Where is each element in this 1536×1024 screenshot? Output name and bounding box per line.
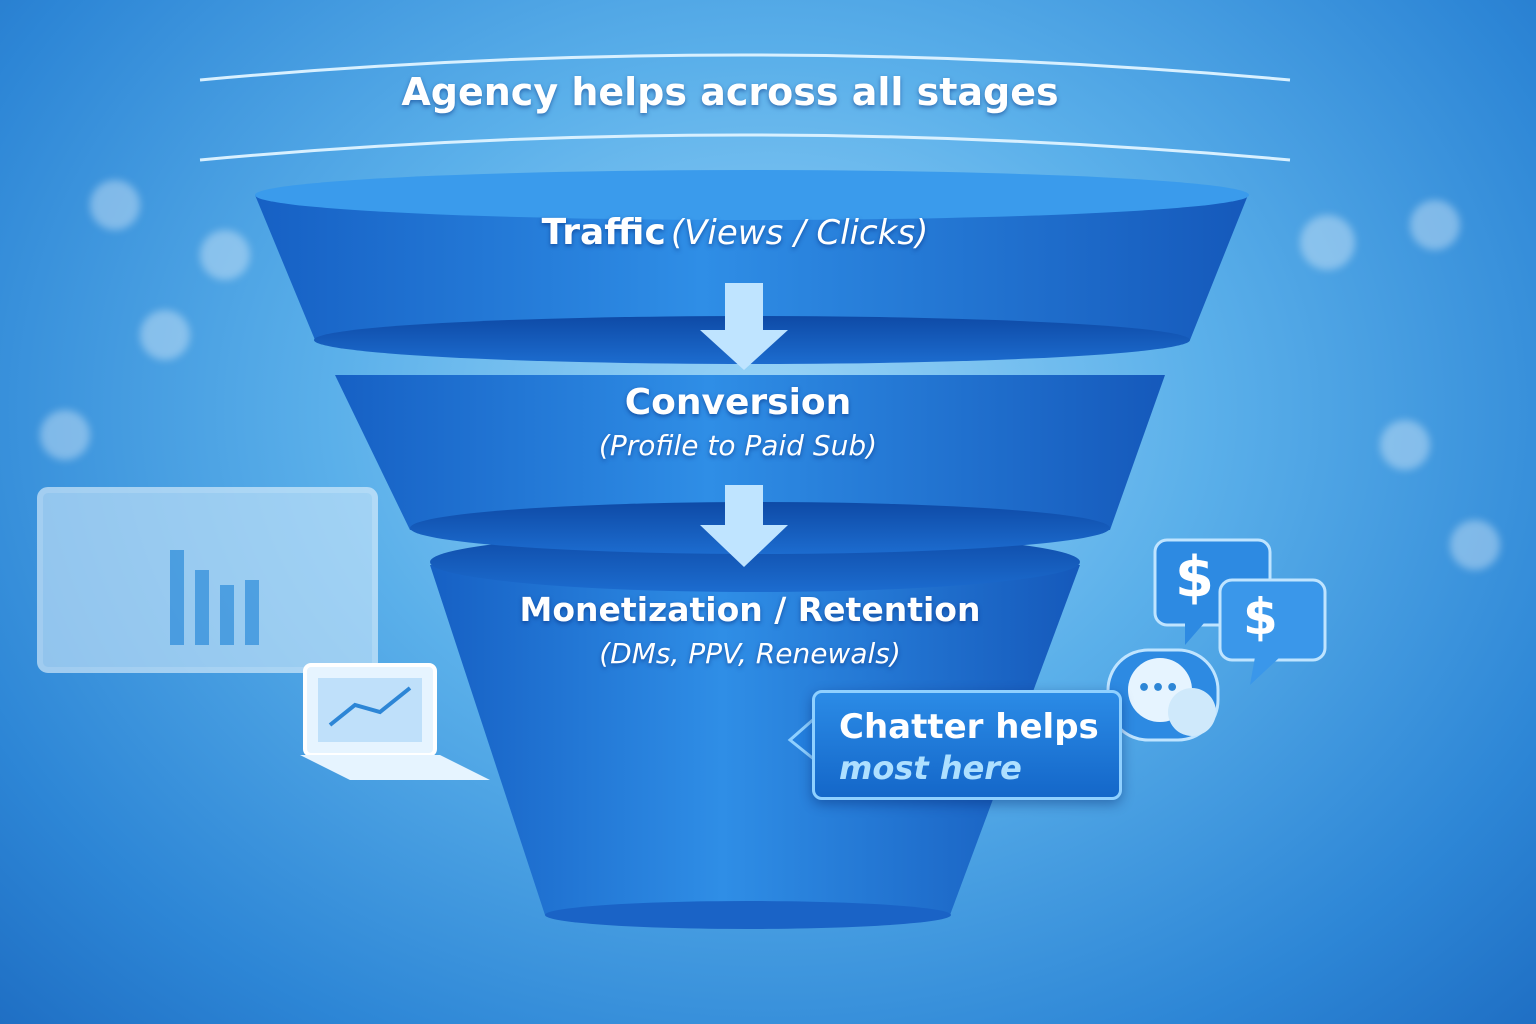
dollar-icon: $ bbox=[1175, 545, 1214, 610]
bokeh-light bbox=[1300, 215, 1355, 270]
arrow-down-icon bbox=[700, 283, 788, 370]
chatter-callout: Chatter helps most here bbox=[812, 690, 1122, 800]
funnel-title: Agency helps across all stages bbox=[401, 70, 1059, 114]
callout-line2: most here bbox=[839, 749, 1022, 787]
stage-detail: (Views / Clicks) bbox=[670, 213, 929, 253]
bokeh-light bbox=[40, 410, 90, 460]
stage-name: Conversion bbox=[624, 382, 852, 423]
stage-detail: (DMs, PPV, Renewals) bbox=[599, 637, 901, 670]
stage-name: Traffic bbox=[541, 212, 666, 253]
funnel-stage-monetization bbox=[430, 565, 1080, 915]
bokeh-light bbox=[200, 230, 250, 280]
stage-traffic-label: Traffic (Views / Clicks) bbox=[435, 212, 1035, 253]
dollar-chat-icon bbox=[1153, 538, 1327, 685]
title-arc-top bbox=[199, 53, 1291, 82]
title-arc-bottom bbox=[199, 133, 1291, 162]
monitor-chart-icon bbox=[37, 487, 378, 673]
bokeh-light bbox=[140, 310, 190, 360]
laptop-chart-icon bbox=[300, 663, 490, 780]
dollar-icon: $ bbox=[1243, 588, 1278, 646]
bokeh-light bbox=[90, 180, 140, 230]
bokeh-light bbox=[1450, 520, 1500, 570]
bokeh-light bbox=[1380, 420, 1430, 470]
stage-monetization-label: Monetization / Retention (DMs, PPV, Rene… bbox=[450, 590, 1050, 670]
funnel-stage-traffic bbox=[255, 195, 1248, 340]
stage-conversion-label: Conversion (Profile to Paid Sub) bbox=[438, 382, 1038, 462]
bokeh-light bbox=[1410, 200, 1460, 250]
funnel-stage-conversion bbox=[335, 375, 1165, 530]
stage-detail: (Profile to Paid Sub) bbox=[598, 429, 878, 462]
speech-bubbles-icon bbox=[1106, 648, 1220, 742]
arrow-down-icon bbox=[700, 485, 788, 567]
callout-line1: Chatter helps bbox=[839, 707, 1099, 747]
stage-name: Monetization / Retention bbox=[519, 590, 981, 629]
chat-dots-icon: ••• bbox=[1137, 676, 1180, 701]
